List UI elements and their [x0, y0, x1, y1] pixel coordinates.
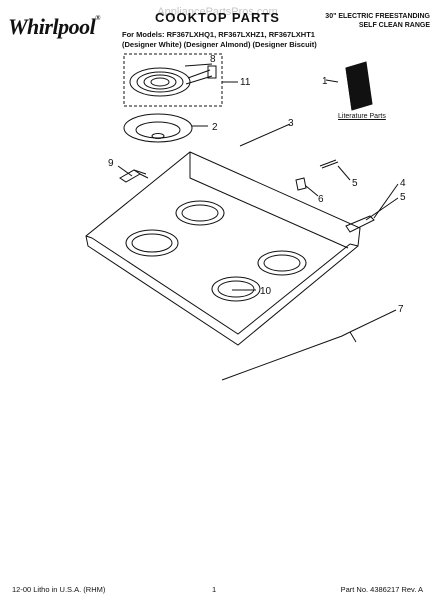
callout-8: 8: [210, 54, 216, 65]
clip: [295, 177, 307, 191]
callout-5a: 5: [352, 178, 358, 189]
element-kit-box: [123, 53, 223, 107]
footer-part-number: Part No. 4386217 Rev. A: [340, 585, 423, 594]
surface-element: [129, 67, 191, 97]
callout-1: 1: [322, 76, 328, 87]
callout-3: 3: [288, 118, 294, 129]
bracket: [345, 215, 375, 233]
brand-logo: Whirlpool®: [8, 14, 100, 39]
rod: [221, 331, 357, 381]
watermark: AppliancePartsPros.com: [157, 6, 278, 18]
callout-6: 6: [318, 194, 324, 205]
callout-4: 4: [400, 178, 406, 189]
screw: [319, 159, 339, 169]
drip-bowl: [123, 113, 193, 143]
callout-10: 10: [260, 286, 272, 297]
receptacle: [119, 169, 141, 183]
callout-5b: 5: [400, 192, 406, 203]
model-list: For Models: RF367LXHQ1, RF367LXHZ1, RF36…: [122, 30, 317, 49]
callout-9: 9: [108, 158, 114, 169]
footer-litho: 12-00 Litho in U.S.A. (RHM): [12, 585, 106, 594]
literature-parts-label: Literature Parts: [338, 113, 386, 120]
callout-2: 2: [212, 122, 218, 133]
callout-7: 7: [398, 304, 404, 315]
callout-11: 11: [240, 77, 251, 88]
literature-book: [345, 61, 373, 111]
footer-page-number: 1: [212, 585, 217, 594]
page-title: COOKTOP PARTS: [155, 10, 280, 25]
terminal-block: [207, 65, 217, 79]
